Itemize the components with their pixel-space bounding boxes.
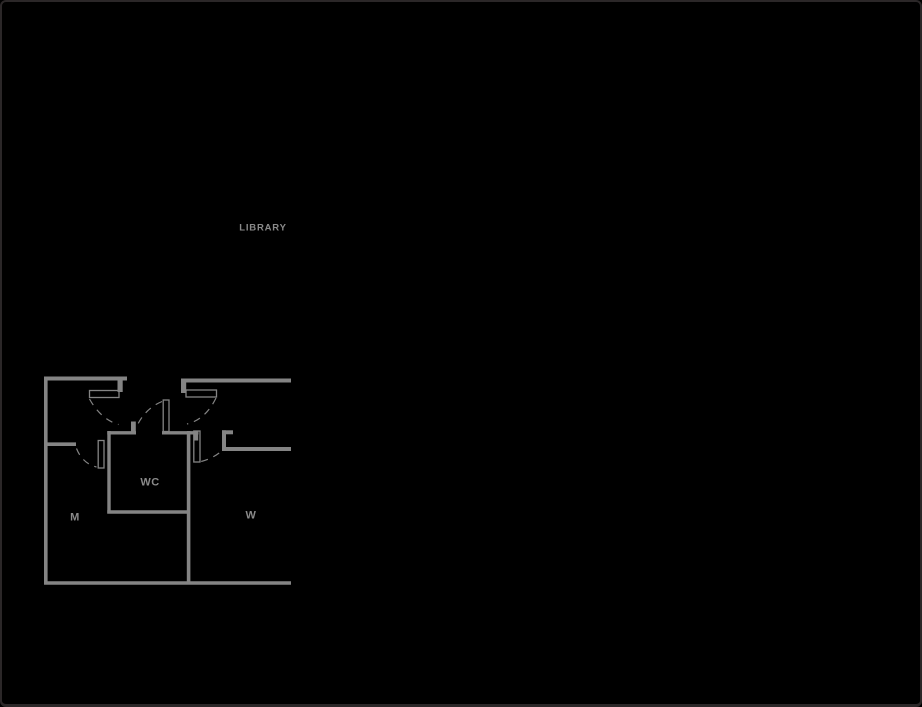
door-leaf (185, 389, 218, 398)
door-swing-arc (75, 448, 97, 468)
door-jamb (117, 380, 123, 392)
door-swing-arc (201, 449, 224, 463)
door-leaf (97, 439, 105, 469)
room-label-women: W (245, 509, 257, 522)
door-leaf (162, 399, 170, 433)
door-leaf (88, 389, 120, 399)
door-leaf (193, 430, 201, 463)
room-label-men: M (70, 511, 80, 524)
door-jamb (131, 421, 136, 432)
door-jamb (194, 432, 199, 441)
room-label-library: LIBRARY (239, 222, 287, 234)
room-label-wc: WC (140, 476, 160, 489)
door-swing-arc (186, 397, 217, 425)
door-swing-arc (135, 400, 163, 429)
door-swing-arc (88, 398, 119, 426)
door-jamb (181, 382, 187, 393)
